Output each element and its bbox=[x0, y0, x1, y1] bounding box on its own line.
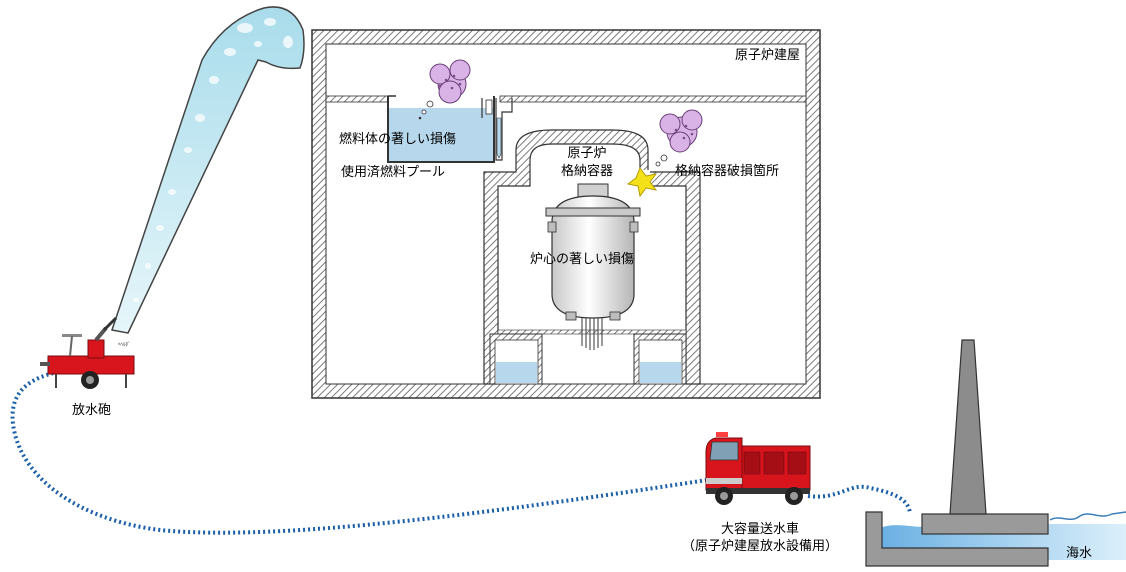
suppression-pools bbox=[489, 333, 687, 385]
seawater-intake bbox=[865, 511, 1126, 568]
smoke-cloud-icon bbox=[418, 59, 471, 120]
spray-droplets bbox=[133, 18, 293, 302]
water-cannon-label: 放水砲 bbox=[72, 403, 112, 418]
floor-slab-right bbox=[499, 95, 807, 103]
spray-stream bbox=[111, 6, 305, 334]
water-spray bbox=[111, 6, 305, 334]
fuel-transfer-canal bbox=[481, 98, 513, 161]
pool-water bbox=[389, 108, 493, 161]
chimney-icon bbox=[949, 339, 987, 515]
containment-breach-label: 格納容器破損箇所 bbox=[675, 164, 780, 179]
pump-truck-label-line1: 大容量送水車 bbox=[720, 522, 799, 537]
control-rod-drives bbox=[581, 318, 603, 350]
core-damage-label: 炉心の著しい損傷 bbox=[530, 252, 635, 267]
reactor-building-label: 原子炉建屋 bbox=[735, 48, 801, 63]
fire-truck-icon bbox=[705, 432, 811, 505]
spent-fuel-pool-label: 使用済燃料プール bbox=[341, 165, 446, 180]
smoke-cloud-icon bbox=[655, 109, 703, 167]
trailer-water-cannon-icon: ﾍﾍﾙﾀﾞ bbox=[40, 316, 135, 389]
star-burst-icon bbox=[626, 166, 658, 198]
seawater-label: 海水 bbox=[1066, 546, 1093, 561]
reactor-building bbox=[311, 29, 821, 399]
spent-fuel-pool bbox=[387, 95, 495, 163]
reactor-pressure-vessel bbox=[545, 183, 641, 350]
containment-label-line2: 格納容器 bbox=[560, 164, 613, 179]
intake-basin bbox=[865, 511, 1049, 567]
fuel-damage-label: 燃料体の著しい損傷 bbox=[339, 132, 457, 147]
pump-truck-label-line2: （原子炉建屋放水設備用） bbox=[681, 539, 838, 554]
intake-structure bbox=[921, 513, 1049, 535]
floor-slab-left bbox=[325, 95, 389, 103]
svg-text:ﾍﾍﾙﾀﾞ: ﾍﾍﾙﾀﾞ bbox=[118, 341, 131, 348]
containment-label-line1: 原子炉 bbox=[567, 146, 607, 161]
